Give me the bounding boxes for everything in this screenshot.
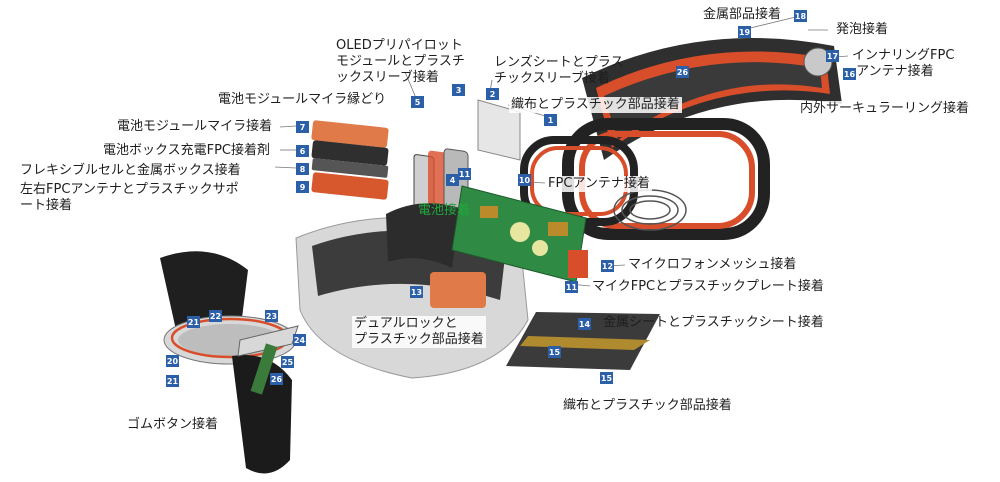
label-rubber-button: ゴムボタン接着 bbox=[127, 417, 219, 432]
svg-text:15: 15 bbox=[601, 374, 613, 383]
label-battery-bond: 電池接着 bbox=[418, 203, 471, 218]
badge-21: 21 bbox=[187, 316, 200, 328]
svg-text:5: 5 bbox=[415, 98, 421, 107]
badge-8: 8 bbox=[296, 163, 309, 175]
label-metal-sheet: 金属シートとプラスチックシート接着 bbox=[603, 315, 824, 330]
svg-text:12: 12 bbox=[602, 262, 613, 271]
badge-16: 16 bbox=[843, 68, 856, 80]
svg-text:22: 22 bbox=[210, 312, 221, 321]
badge-19: 19 bbox=[738, 26, 751, 38]
svg-text:14: 14 bbox=[579, 320, 591, 329]
svg-text:20: 20 bbox=[167, 357, 179, 366]
label-fabric-plastic-top: 織布とプラスチック部品接着 bbox=[509, 97, 682, 113]
badge-2: 2 bbox=[486, 88, 499, 100]
svg-text:11: 11 bbox=[459, 170, 471, 179]
svg-text:11: 11 bbox=[566, 283, 578, 292]
label-fabric-plastic-bottom: 織布とプラスチック部品接着 bbox=[563, 398, 732, 413]
badge-22: 22 bbox=[209, 310, 222, 322]
label-lr-fpc-antenna: 左右FPCアンテナとプラスチックサポ ート接着 bbox=[20, 182, 239, 213]
badge-1: 1 bbox=[544, 114, 557, 126]
svg-text:2: 2 bbox=[490, 90, 496, 99]
svg-text:10: 10 bbox=[519, 176, 531, 185]
badge-3: 3 bbox=[452, 84, 465, 96]
badge-7: 7 bbox=[296, 121, 309, 133]
svg-text:15: 15 bbox=[549, 348, 561, 357]
badge-4: 4 bbox=[446, 174, 459, 186]
badge-14: 14 bbox=[578, 318, 591, 330]
svg-text:26: 26 bbox=[271, 375, 283, 384]
badge-9: 9 bbox=[296, 181, 309, 193]
part-number-badges: 1234567891011111213141515161718192021212… bbox=[166, 10, 856, 387]
circuit-board bbox=[451, 185, 588, 283]
svg-text:6: 6 bbox=[300, 147, 306, 156]
battery-modules bbox=[311, 120, 389, 200]
svg-text:1: 1 bbox=[548, 116, 554, 125]
svg-text:13: 13 bbox=[411, 288, 422, 297]
svg-text:21: 21 bbox=[167, 377, 179, 386]
label-lens-sheet: レンズシートとプラス チックスリーブ接着 bbox=[494, 55, 624, 86]
label-mic-mesh: マイクロフォンメッシュ接着 bbox=[628, 257, 797, 272]
svg-text:25: 25 bbox=[282, 358, 294, 367]
badge-24: 24 bbox=[293, 334, 306, 346]
badge-23: 23 bbox=[265, 310, 278, 322]
label-dual-lock: デュアルロックと プラスチック部品接着 bbox=[352, 316, 486, 348]
label-battery-mylar: 電池モジュールマイラ接着 bbox=[117, 119, 273, 134]
badge-20: 20 bbox=[166, 355, 179, 367]
badge-6: 6 bbox=[296, 145, 309, 157]
svg-text:16: 16 bbox=[844, 70, 856, 79]
badge-12: 12 bbox=[601, 260, 614, 272]
svg-text:7: 7 bbox=[300, 123, 306, 132]
svg-text:23: 23 bbox=[266, 312, 277, 321]
badge-26: 26 bbox=[676, 66, 689, 78]
badge-5: 5 bbox=[411, 96, 424, 108]
label-battery-box-fpc: 電池ボックス充電FPC接着剤 bbox=[103, 143, 271, 158]
badge-18: 18 bbox=[794, 10, 807, 22]
badge-17: 17 bbox=[826, 50, 839, 62]
badge-15: 15 bbox=[600, 372, 613, 384]
badge-21: 21 bbox=[166, 375, 179, 387]
svg-text:19: 19 bbox=[739, 28, 751, 37]
svg-text:21: 21 bbox=[188, 318, 200, 327]
label-inner-outer-ring: 内外サーキュラーリング接着 bbox=[798, 101, 972, 117]
badge-26: 26 bbox=[270, 373, 283, 385]
badge-13: 13 bbox=[410, 286, 423, 298]
badge-10: 10 bbox=[518, 174, 531, 186]
label-metal-parts: 金属部品接着 bbox=[703, 7, 782, 22]
badge-11: 11 bbox=[458, 168, 471, 180]
svg-text:26: 26 bbox=[677, 68, 689, 77]
label-fpc-antenna: FPCアンテナ接着 bbox=[546, 176, 652, 192]
svg-text:24: 24 bbox=[294, 336, 306, 345]
svg-text:18: 18 bbox=[795, 12, 807, 21]
controller bbox=[160, 251, 299, 474]
label-foam: 発泡接着 bbox=[836, 22, 889, 37]
label-oled-sleeve: OLEDプリパイロット モジュールとプラスチ ックスリーブ接着 bbox=[336, 38, 465, 85]
label-mic-fpc: マイクFPCとプラスチックプレート接着 bbox=[592, 279, 824, 294]
svg-text:17: 17 bbox=[827, 52, 838, 61]
label-flex-cell: フレキシブルセルと金属ボックス接着 bbox=[20, 163, 241, 178]
label-inner-ring-fpc: インナリングFPC アンテナ接着 bbox=[852, 48, 955, 79]
badge-15: 15 bbox=[548, 346, 561, 358]
label-battery-mylar-edge: 電池モジュールマイラ縁どり bbox=[218, 92, 387, 107]
badge-25: 25 bbox=[281, 356, 294, 368]
svg-text:9: 9 bbox=[300, 183, 306, 192]
svg-text:8: 8 bbox=[300, 165, 306, 174]
badge-11: 11 bbox=[565, 281, 578, 293]
fpc-antenna-coil bbox=[613, 189, 687, 231]
svg-text:4: 4 bbox=[450, 176, 456, 185]
svg-text:3: 3 bbox=[456, 86, 462, 95]
